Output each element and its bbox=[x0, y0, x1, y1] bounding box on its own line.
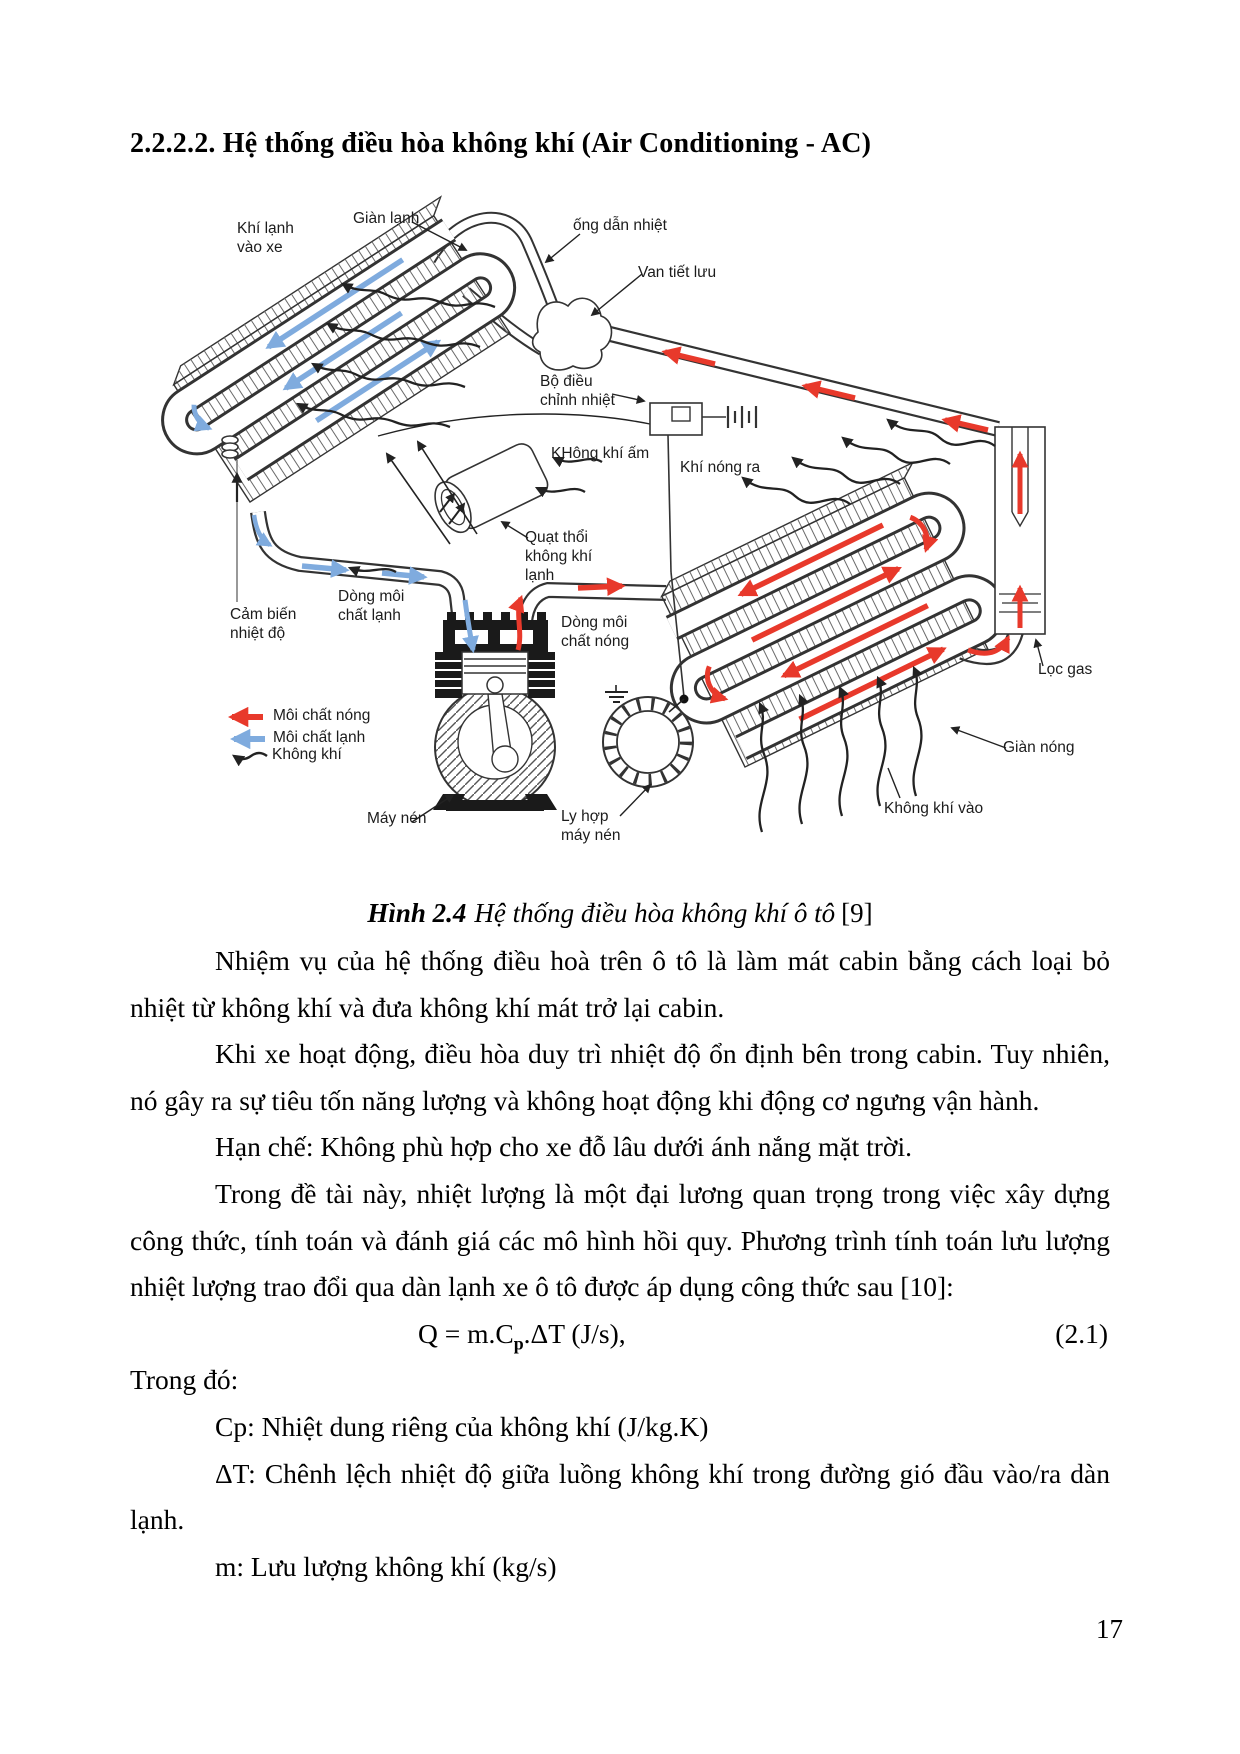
definition-m: m: Lưu lượng không khí (kg/s) bbox=[215, 1550, 557, 1582]
pipe-flow-arrows bbox=[251, 346, 1011, 656]
fan-air-arrows bbox=[385, 440, 478, 545]
compressor bbox=[433, 594, 557, 811]
body-text: Nhiệm vụ của hệ thống điều hoà trên ô tô… bbox=[130, 938, 1110, 1590]
where-intro: Trong đó: bbox=[130, 1364, 239, 1396]
paragraph-3: Hạn chế: Không phù hợp cho xe đỗ lâu dướ… bbox=[215, 1131, 912, 1163]
legend-label-hot: Môi chất nóng bbox=[273, 707, 371, 724]
warm-air-in-arrows bbox=[347, 456, 603, 577]
air-in-arrows bbox=[758, 665, 923, 833]
leader-lines bbox=[411, 221, 1044, 823]
equation: Q = m.Cp.ΔT (J/s), bbox=[418, 1317, 626, 1354]
legend-arrows bbox=[227, 706, 268, 767]
equation-subscript: p bbox=[513, 1333, 524, 1354]
label-cold-air-to-car: Khí lạnh vào xe bbox=[237, 220, 294, 256]
battery-symbol bbox=[702, 406, 758, 428]
label-hot-air-out: Khí nóng ra bbox=[680, 459, 761, 476]
paragraph-4: Trong đề tài này, nhiệt lượng là một đại… bbox=[130, 1177, 1110, 1303]
label-receiver-drier: Lọc gas bbox=[1038, 661, 1093, 678]
ac-system-diagram bbox=[161, 195, 1046, 833]
thermostat-box bbox=[377, 402, 703, 698]
label-blower-fan: Quạt thổi không khí lạnh bbox=[525, 529, 593, 584]
label-cold-refrigerant-flow: Dòng môi chất lạnh bbox=[338, 588, 405, 624]
receiver-drier bbox=[994, 426, 1046, 635]
compressor-clutch bbox=[602, 685, 694, 788]
definition-cp: Cp: Nhiệt dung riêng của không khí (J/kg… bbox=[215, 1410, 709, 1442]
label-hot-refrigerant-flow: Dòng môi chất nóng bbox=[561, 614, 630, 650]
paragraph-1: Nhiệm vụ của hệ thống điều hoà trên ô tô… bbox=[130, 945, 1110, 1023]
figure-caption-number: Hình 2.4 bbox=[367, 898, 467, 928]
label-clutch: Ly hợp máy nén bbox=[561, 808, 621, 844]
figure-ac-system: Khí lạnh vào xe Giàn lạnh ống dẫn nhiệt … bbox=[150, 182, 1100, 860]
legend-label-cold: Môi chất lạnh bbox=[273, 729, 366, 746]
label-compressor: Máy nén bbox=[367, 810, 427, 827]
expansion-valve bbox=[531, 297, 613, 371]
label-air-in: Không khí vào bbox=[884, 800, 984, 817]
label-warm-air: KHông khí ấm bbox=[551, 445, 650, 462]
paragraph-2: Khi xe hoạt động, điều hòa duy trì nhiệt… bbox=[130, 1038, 1110, 1116]
label-evaporator: Giàn lạnh bbox=[353, 210, 420, 227]
label-temp-sensor: Cảm biến nhiệt độ bbox=[230, 606, 297, 642]
section-heading: 2.2.2.2. Hệ thống điều hòa không khí (Ai… bbox=[130, 128, 872, 159]
condenser-coil bbox=[660, 461, 1006, 768]
figure-caption-text: Hệ thống điều hòa không khí ô tô bbox=[474, 898, 836, 928]
label-heat-duct: ống dẫn nhiệt bbox=[573, 217, 667, 234]
cold-air-out-arrows bbox=[296, 282, 496, 429]
evaporator-coil bbox=[161, 195, 517, 503]
legend-label-air: Không khí bbox=[272, 746, 342, 763]
equation-row: Q = m.Cp.ΔT (J/s), (2.1) bbox=[130, 1311, 1110, 1358]
figure-caption-ref: [9] bbox=[841, 898, 873, 928]
temperature-sensor bbox=[221, 435, 243, 602]
label-thermostat: Bộ điều chỉnh nhiệt bbox=[540, 373, 615, 409]
page-number: 17 bbox=[1096, 1614, 1123, 1644]
label-condenser: Giàn nóng bbox=[1003, 739, 1075, 756]
legend-air-arrow bbox=[232, 751, 268, 767]
equation-number: (2.1) bbox=[1055, 1317, 1108, 1349]
blower-fan bbox=[434, 443, 549, 534]
ground-symbol bbox=[605, 685, 628, 703]
label-expansion-valve: Van tiết lưu bbox=[638, 264, 717, 281]
hot-air-out-arrows bbox=[741, 418, 996, 505]
definition-dt: ΔT: Chênh lệch nhiệt độ giữa luồng không… bbox=[130, 1457, 1110, 1536]
